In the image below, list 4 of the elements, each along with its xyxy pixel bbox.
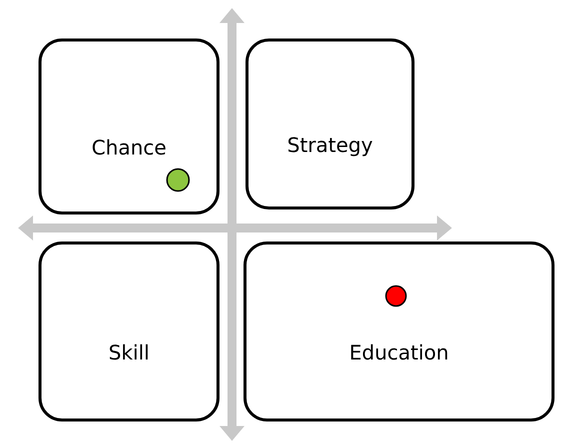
rounded-box: Chance: [38, 38, 220, 214]
rounded-box: Strategy: [246, 38, 414, 210]
rounded-box: Skill: [38, 242, 220, 422]
rounded-box: Education: [244, 242, 554, 422]
